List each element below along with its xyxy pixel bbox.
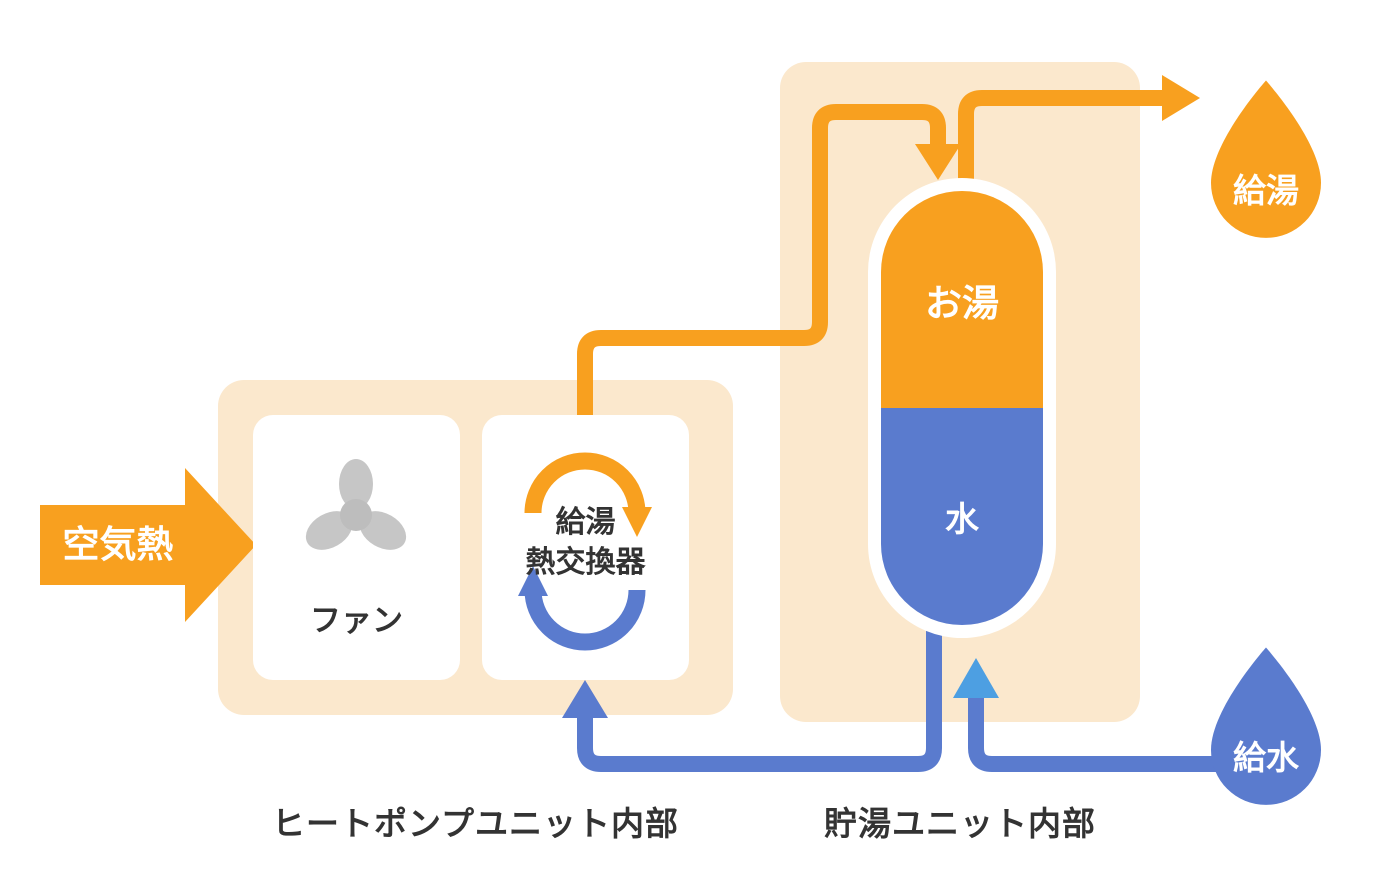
water-drop-icon xyxy=(1211,647,1321,805)
heat-exchanger-label-line1: 給湯 xyxy=(555,506,616,539)
drop-shape xyxy=(1211,647,1321,805)
heat-exchanger-box: 給湯 熱交換器 xyxy=(482,415,689,680)
cold-cycle-arrowhead-icon xyxy=(518,566,548,596)
right-arrow-icon xyxy=(40,468,256,622)
water-drop-icon xyxy=(1211,80,1321,238)
hot-water-supply-drop: 給湯 xyxy=(1202,78,1330,243)
cold-cycle-arrow-icon xyxy=(524,589,646,651)
heat-exchanger-label-line2: 熱交換器 xyxy=(525,546,646,579)
tank-water-label: 水 xyxy=(945,501,979,539)
drop-shape xyxy=(1211,80,1321,238)
fan-label: ファン xyxy=(310,603,403,638)
hot-cycle-arrow-icon xyxy=(524,452,646,514)
hot-cycle-arrowhead-icon xyxy=(622,507,652,537)
fan-icon xyxy=(305,459,407,550)
air-heat-arrow-shape-icon xyxy=(40,468,256,622)
tank-hot-water-section: お湯 xyxy=(881,191,1043,408)
fan-box: ファン xyxy=(253,415,460,680)
water-feed-drop: 給水 xyxy=(1202,645,1330,810)
storage-unit-caption: 貯湯ユニット内部 xyxy=(824,805,1096,842)
storage-tank-inner: お湯 水 xyxy=(881,191,1043,625)
arrow-right-to-supply-icon xyxy=(1162,75,1200,121)
storage-tank: お湯 水 xyxy=(868,178,1056,638)
air-heat-label: 空気熱 xyxy=(62,524,174,565)
heat-exchanger-label: 給湯 熱交換器 xyxy=(482,503,689,583)
heatpump-unit-caption: ヒートポンプユニット内部 xyxy=(271,805,679,842)
hot-supply-label: 給湯 xyxy=(1233,172,1299,209)
tank-cold-water-section: 水 xyxy=(881,408,1043,625)
air-heat-arrow: 空気熱 xyxy=(40,468,256,622)
water-feed-label: 給水 xyxy=(1233,739,1299,776)
tank-hot-label: お湯 xyxy=(925,282,999,324)
